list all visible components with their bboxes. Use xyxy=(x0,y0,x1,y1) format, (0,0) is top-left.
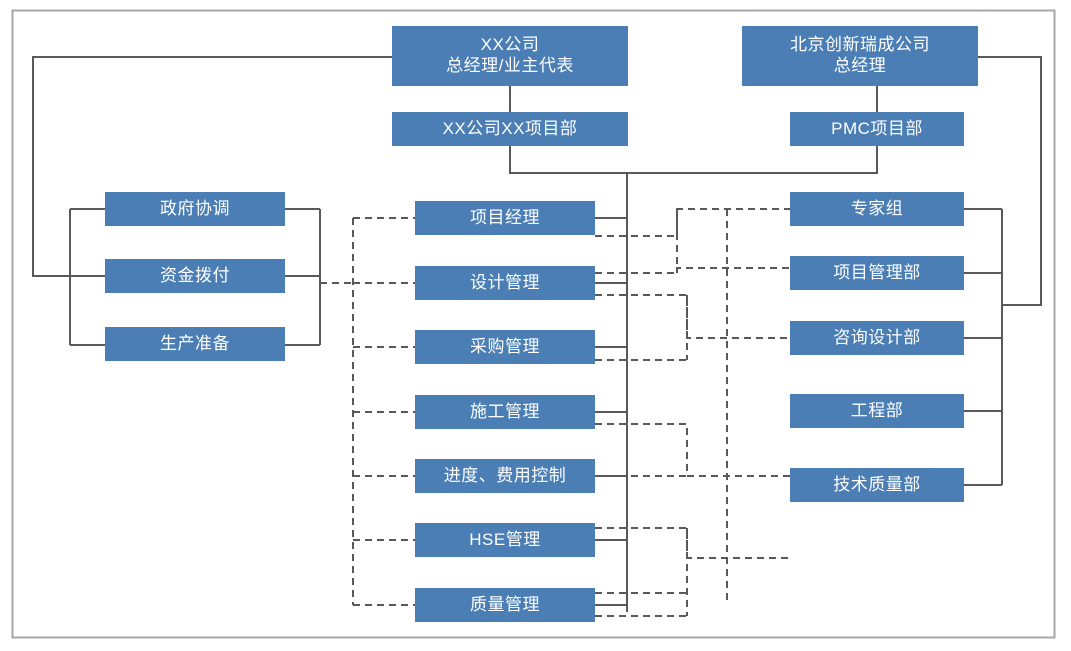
node-pmc-gm[interactable]: 北京创新瑞成公司 总经理 xyxy=(742,26,978,86)
node-gov-coordination-label: 政府协调 xyxy=(160,198,230,218)
node-owner-project-dept-label: XX公司XX项目部 xyxy=(442,118,578,138)
node-technical-quality-dept-label: 技术质量部 xyxy=(833,474,921,494)
node-engineering-dept[interactable]: 工程部 xyxy=(790,394,964,428)
dashed-cross-hse xyxy=(595,527,790,559)
node-owner-project-dept[interactable]: XX公司XX项目部 xyxy=(392,112,628,146)
node-fund-allocation-label: 资金拨付 xyxy=(160,265,230,285)
dashed-cross-eng2 xyxy=(595,423,790,477)
node-design-management-label: 设计管理 xyxy=(470,272,540,292)
node-procurement-management[interactable]: 采购管理 xyxy=(415,330,595,364)
node-quality-management[interactable]: 质量管理 xyxy=(415,588,595,622)
node-consulting-design-dept-label: 咨询设计部 xyxy=(833,327,921,347)
node-pmc-project-dept[interactable]: PMC项目部 xyxy=(790,112,964,146)
node-schedule-cost-control[interactable]: 进度、费用控制 xyxy=(415,459,595,493)
node-production-preparation[interactable]: 生产准备 xyxy=(105,327,285,361)
dashed-cross-consult xyxy=(595,294,790,339)
node-owner-gm[interactable]: XX公司 总经理/业主代表 xyxy=(392,26,628,86)
dashed-cross-pmdept xyxy=(595,267,790,274)
node-production-preparation-label: 生产准备 xyxy=(160,333,230,353)
node-expert-group-label: 专家组 xyxy=(850,198,904,218)
outer-frame xyxy=(11,9,1056,639)
node-project-manager[interactable]: 项目经理 xyxy=(415,201,595,235)
node-expert-group[interactable]: 专家组 xyxy=(790,192,964,226)
connector-owner-pd-to-pmc-pd-bus xyxy=(509,146,878,174)
node-hse-management-label: HSE管理 xyxy=(469,529,541,549)
node-consulting-design-dept[interactable]: 咨询设计部 xyxy=(790,321,964,355)
node-schedule-cost-control-label: 进度、费用控制 xyxy=(443,465,567,485)
node-project-manager-label: 项目经理 xyxy=(470,207,540,227)
node-quality-management-label: 质量管理 xyxy=(470,594,540,614)
node-owner-gm-label: XX公司 总经理/业主代表 xyxy=(446,35,574,75)
node-engineering-dept-label: 工程部 xyxy=(850,400,904,420)
node-pmc-project-dept-label: PMC项目部 xyxy=(831,118,923,138)
node-project-management-dept[interactable]: 项目管理部 xyxy=(790,256,964,290)
node-construction-management[interactable]: 施工管理 xyxy=(415,395,595,429)
node-fund-allocation[interactable]: 资金拨付 xyxy=(105,259,285,293)
node-gov-coordination[interactable]: 政府协调 xyxy=(105,192,285,226)
node-hse-management[interactable]: HSE管理 xyxy=(415,523,595,557)
node-pmc-gm-label: 北京创新瑞成公司 总经理 xyxy=(790,35,930,75)
dashed-cross-expert xyxy=(595,208,790,237)
node-technical-quality-dept[interactable]: 技术质量部 xyxy=(790,468,964,502)
connector-pmc-gm-right-leg xyxy=(978,56,1042,306)
connector-owner-gm-left-leg xyxy=(32,56,392,277)
node-design-management[interactable]: 设计管理 xyxy=(415,266,595,300)
node-construction-management-label: 施工管理 xyxy=(470,401,540,421)
node-procurement-management-label: 采购管理 xyxy=(470,336,540,356)
node-project-management-dept-label: 项目管理部 xyxy=(833,262,921,282)
